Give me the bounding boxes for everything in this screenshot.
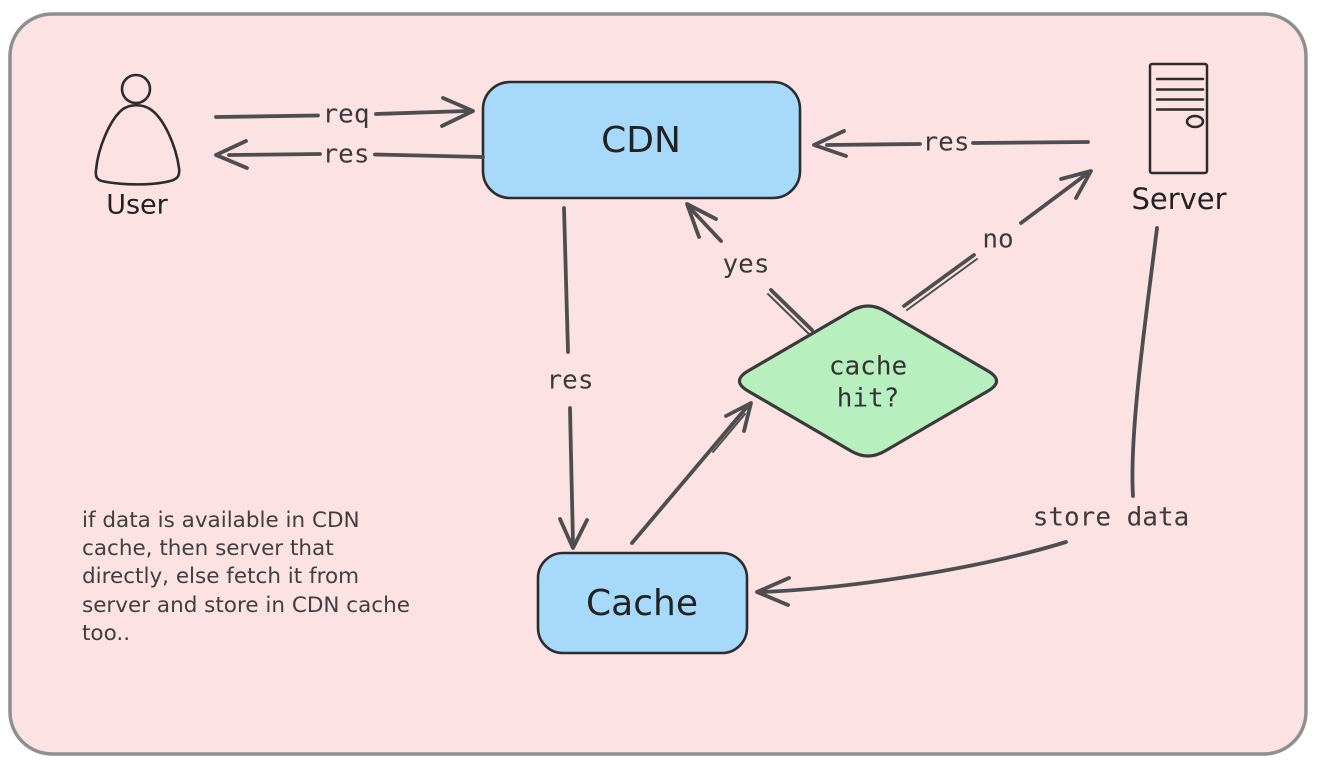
cache-label: Cache — [586, 583, 698, 624]
arrowhead-left-icon — [214, 139, 249, 170]
edge-req-user-to-cdn — [214, 96, 475, 128]
cache-node: Cache — [536, 551, 749, 655]
server-icon — [1148, 62, 1209, 175]
edge-no-decision-to-server — [902, 169, 1093, 311]
edge-line — [374, 109, 469, 116]
cdn-node: CDN — [481, 80, 802, 200]
arrowhead-left-icon — [812, 129, 848, 158]
cdn-box — [481, 80, 802, 200]
edge-yes-decision-to-cdn — [685, 202, 814, 335]
edge-res-cdn-to-cache — [558, 206, 589, 550]
edge-line — [1130, 226, 1159, 498]
decision-diamond — [737, 304, 999, 458]
edge-label-store-data: store data — [1033, 503, 1190, 533]
edge-line — [562, 206, 570, 354]
edge-line — [630, 406, 748, 545]
user-label: User — [106, 190, 168, 221]
arrowhead-left-icon — [755, 576, 791, 607]
edge-line — [687, 205, 723, 243]
edge-cache-to-decision — [630, 401, 753, 545]
edge-label-res-cache: res — [547, 366, 594, 396]
edge-line-overdraw — [906, 258, 978, 311]
user-icon-head — [120, 73, 152, 105]
note-line: too.. — [82, 621, 130, 646]
edge-line-overdraw — [767, 293, 810, 335]
edge-line — [769, 288, 814, 332]
edge-line — [568, 406, 575, 545]
server-icon-power-button — [1185, 114, 1205, 129]
cache-box — [536, 551, 749, 655]
annotation-note: if data is available in CDN cache, then … — [82, 508, 410, 646]
edge-line-overdraw — [712, 413, 746, 453]
arrowhead-up-right-icon — [1059, 169, 1093, 200]
arrowhead-up-left-icon — [685, 202, 718, 239]
cdn-label: CDN — [601, 120, 681, 161]
user-icon-body — [94, 103, 181, 186]
edge-line — [760, 540, 1068, 594]
diagram-panel — [8, 12, 1308, 756]
server-label: Server — [1131, 182, 1226, 216]
server-icon-case — [1148, 62, 1209, 175]
note-line: server and store in CDN cache — [82, 593, 410, 618]
edge-line — [373, 152, 485, 159]
edge-label-yes: yes — [723, 250, 770, 280]
arrowhead-up-right-icon — [724, 401, 753, 433]
edge-line — [825, 142, 922, 147]
edge-store-data-server-to-cache — [755, 226, 1159, 607]
cache-hit-decision-node: cache hit? — [737, 304, 999, 458]
edge-res-cdn-to-user — [214, 139, 485, 170]
arrowhead-down-icon — [558, 517, 589, 550]
decision-label-line1: cache — [829, 352, 907, 382]
edge-label-res-user: res — [323, 140, 370, 170]
edge-label-res-server: res — [923, 128, 970, 158]
edge-line — [214, 113, 320, 119]
edge-res-server-to-cdn — [812, 129, 1090, 158]
edge-line — [227, 152, 322, 157]
decision-label-line2: hit? — [837, 384, 900, 414]
note-line: cache, then server that — [82, 536, 334, 561]
note-line: directly, else fetch it from — [82, 564, 359, 589]
arrowhead-right-icon — [440, 96, 475, 128]
edge-label-no: no — [982, 225, 1013, 255]
user-icon — [94, 73, 181, 186]
edge-line — [1019, 171, 1090, 225]
edge-line — [971, 140, 1090, 145]
note-line: if data is available in CDN — [82, 508, 360, 533]
edge-line — [902, 253, 976, 308]
edge-label-req: req — [323, 100, 370, 130]
